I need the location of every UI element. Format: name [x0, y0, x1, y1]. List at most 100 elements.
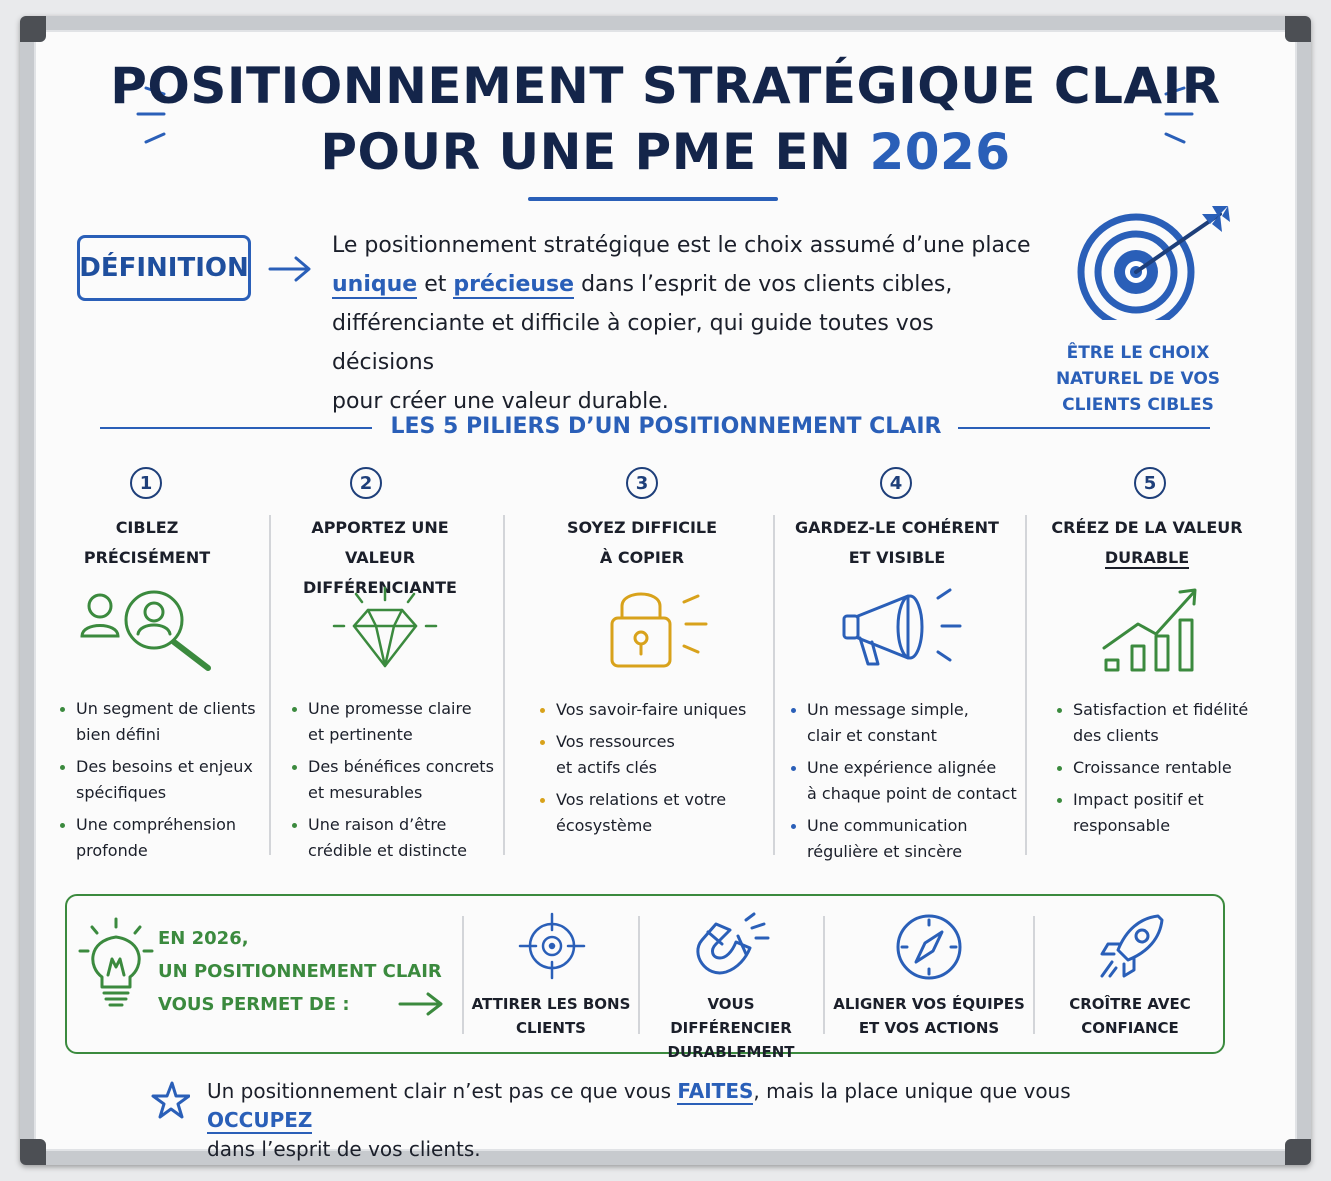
bullseye-target-icon [1077, 206, 1230, 320]
benefit-divider [823, 916, 825, 1034]
definition-word-precieuse: précieuse [453, 272, 575, 299]
page-title-line-1: POSITIONNEMENT STRATÉGIQUE CLAIR [110, 57, 1221, 115]
benefits-intro-line-1: EN 2026, [158, 928, 249, 949]
definition-line-1: Le positionnement stratégique est le cho… [332, 233, 1031, 258]
magnet-icon [696, 912, 770, 975]
pillar-heading: SOYEZ DIFFICILE À COPIER [535, 513, 749, 573]
definition-line-3: différenciante et difficile à copier, qu… [332, 311, 934, 375]
pillar-heading: CRÉEZ DE LA VALEUR DURABLE [1042, 513, 1252, 573]
lightbulb-icon [78, 917, 154, 1007]
pillar-heading-line-2: DIFFÉRENCIANTE [303, 578, 457, 597]
benefit-divider [462, 916, 464, 1034]
spark-right-icon [1164, 86, 1194, 144]
growth-chart-icon [1102, 588, 1197, 672]
diamond-icon [332, 586, 438, 668]
pillar-heading: CIBLEZ PRÉCISÉMENT [55, 513, 239, 573]
pillar-heading-line-1: SOYEZ DIFFICILE [566, 518, 718, 537]
definition-word-unique: unique [332, 272, 418, 299]
quote-word-faites: FAITES [677, 1079, 754, 1105]
compass-icon [896, 914, 962, 980]
target-caption: ÊTRE LE CHOIX NATUREL DE VOS CLIENTS CIB… [1040, 340, 1236, 418]
benefits-intro: EN 2026, UN POSITIONNEMENT CLAIR VOUS PE… [158, 922, 442, 1021]
closing-quote-line-2: dans l’esprit de vos clients. [207, 1137, 481, 1161]
page-title-year: 2026 [869, 123, 1011, 181]
pillar-heading: GARDEZ-LE COHÉRENT ET VISIBLE [786, 513, 1008, 573]
arrow-right-icon [268, 256, 311, 282]
pillar-heading: APPORTEZ UNE VALEUR DIFFÉRENCIANTE [274, 513, 486, 603]
rocket-icon [1100, 914, 1164, 978]
board-corner-bottom-right [1285, 1139, 1311, 1165]
quote-word-occupez: OCCUPEZ [207, 1108, 313, 1134]
pillar-number: 3 [626, 467, 658, 499]
definition-label: DÉFINITION [77, 235, 251, 301]
benefits-intro-line-3: VOUS PERMET DE : [158, 994, 350, 1015]
benefit-divider [1033, 916, 1035, 1034]
benefits-panel [65, 894, 1225, 1054]
pillar-bullet-list: Un message simple,clair et constant Une … [791, 697, 1019, 871]
pillar-heading-line-2: DURABLE [1104, 548, 1190, 569]
pillar-heading-line-2: ET VISIBLE [848, 548, 946, 567]
pillars-section-title: LES 5 PILIERS D’UN POSITIONNEMENT CLAIR [390, 414, 942, 439]
page-title-line-2: POUR UNE PME EN 2026 [0, 122, 1331, 182]
board-corner-top-left [20, 16, 46, 42]
pillar-number: 2 [350, 467, 382, 499]
padlock-icon [610, 592, 708, 668]
closing-quote: Un positionnement clair n’est pas ce que… [207, 1077, 1157, 1164]
pillar-heading-line-1: CIBLEZ [115, 518, 179, 537]
section-rule-left [100, 427, 372, 429]
pillar-heading-line-2: À COPIER [599, 548, 685, 567]
pillar-divider [773, 515, 775, 855]
target-caption-line-1: ÊTRE LE CHOIX [1066, 343, 1210, 363]
pillar-number: 5 [1134, 467, 1166, 499]
list-item: Un message simple,clair et constant [791, 697, 1019, 749]
pillar-heading-line-1: CRÉEZ DE LA VALEUR [1051, 518, 1243, 537]
pillar-number: 1 [130, 467, 162, 499]
star-icon [151, 1081, 190, 1119]
benefit-divider [638, 916, 640, 1034]
target-caption-line-3: CLIENTS CIBLES [1062, 395, 1214, 415]
board-corner-top-right [1285, 16, 1311, 42]
title-underline [528, 197, 778, 201]
target-caption-line-2: NATUREL DE VOS [1055, 369, 1221, 389]
pillar-heading-line-1: APPORTEZ UNE VALEUR [311, 518, 449, 567]
megaphone-icon [842, 588, 962, 666]
benefit-attract: ATTIRER LES BONS CLIENTS [471, 995, 631, 1037]
target-audience-icon [80, 590, 211, 671]
definition-text: Le positionnement stratégique est le cho… [332, 226, 1032, 421]
benefit-grow: CROÎTRE AVEC CONFIANCE [1069, 995, 1191, 1037]
definition-line-2-rest: dans l’esprit de vos clients cibles, [581, 272, 953, 297]
closing-quote-line-1: Un positionnement clair n’est pas ce que… [207, 1079, 1071, 1134]
pillar-divider [503, 515, 505, 855]
list-item: Vos savoir-faire uniques [540, 697, 760, 723]
benefit-differentiate: VOUS DIFFÉRENCIER DURABLEMENT [667, 995, 795, 1061]
crosshair-icon [518, 912, 586, 980]
list-item: Croissance rentable [1057, 755, 1257, 781]
pillar-heading-line-2: PRÉCISÉMENT [83, 548, 211, 567]
definition-connector: et [424, 272, 447, 297]
pillar-heading-line-1: GARDEZ-LE COHÉRENT [795, 518, 999, 537]
page-title-prefix: POUR UNE PME EN [320, 123, 852, 181]
section-rule-right [958, 427, 1210, 429]
spark-left-icon [136, 86, 166, 144]
whiteboard [20, 16, 1311, 1165]
benefit-align: ALIGNER VOS ÉQUIPES ET VOS ACTIONS [833, 995, 1025, 1037]
board-corner-bottom-left [20, 1139, 46, 1165]
arrow-right-icon [398, 992, 443, 1016]
definition-line-4: pour créer une valeur durable. [332, 389, 669, 414]
